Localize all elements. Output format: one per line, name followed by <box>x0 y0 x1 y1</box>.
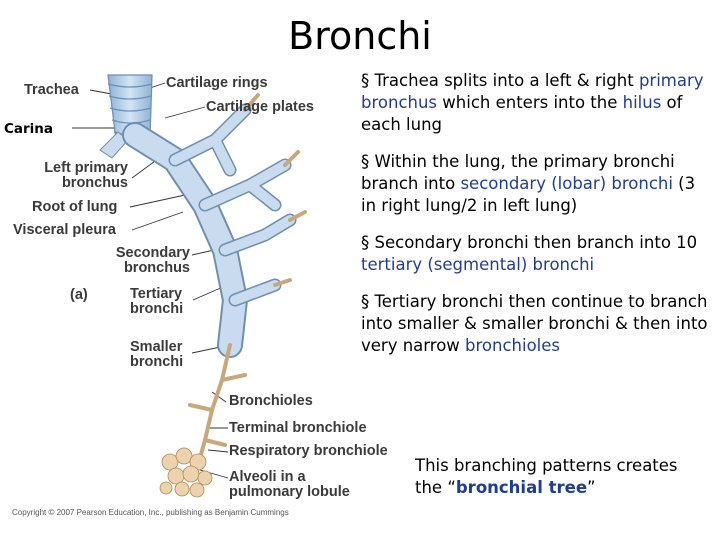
term-bronchial-tree: bronchial tree <box>456 478 587 497</box>
bullet-item: § Secondary bronchi then branch into 10 … <box>361 232 711 276</box>
label-panel-a: (a) <box>70 288 88 303</box>
label-alveoli: Alveoli in a pulmonary lobule <box>229 470 350 500</box>
bullet-item: § Tertiary bronchi then continue to bran… <box>361 291 711 357</box>
summary-pre: the “ <box>415 478 456 497</box>
bullet-marker: § <box>361 233 369 252</box>
summary-line2: the “bronchial tree” <box>415 477 678 499</box>
bullet-text: Secondary bronchi then branch into 10 <box>369 233 697 252</box>
term-tertiary-bronchi: tertiary (segmental) bronchi <box>361 255 594 274</box>
label-respiratory-bronchiole: Respiratory bronchiole <box>229 444 388 459</box>
bullet-list: § Trachea splits into a left & right pri… <box>361 70 711 372</box>
label-root-of-lung: Root of lung <box>32 200 117 215</box>
label-tertiary-bronchi-line2: bronchi <box>130 302 183 317</box>
label-secondary-bronchus-line1: Secondary <box>100 246 190 261</box>
label-smaller-bronchi: Smaller bronchi <box>130 340 183 370</box>
term-secondary-bronchi: secondary (lobar) bronchi <box>460 174 672 193</box>
term-bronchioles: bronchioles <box>465 336 560 355</box>
label-bronchioles: Bronchioles <box>229 394 313 409</box>
label-cartilage-plates: Cartilage plates <box>206 100 314 115</box>
label-visceral-pleura: Visceral pleura <box>13 223 116 238</box>
summary-line1: This branching patterns creates <box>415 455 678 477</box>
label-carina: Carina <box>4 121 53 137</box>
label-cartilage-rings: Cartilage rings <box>166 76 268 91</box>
summary-text: This branching patterns creates the “bro… <box>415 455 678 499</box>
bullet-item: § Trachea splits into a left & right pri… <box>361 70 711 136</box>
label-alveoli-line1: Alveoli in a <box>229 470 350 485</box>
bullet-marker: § <box>361 292 369 311</box>
label-smaller-bronchi-line2: bronchi <box>130 355 183 370</box>
summary-post: ” <box>587 478 596 497</box>
copyright-notice: Copyright © 2007 Pearson Education, Inc.… <box>12 508 289 517</box>
term-hilus: hilus <box>623 93 662 112</box>
bullet-marker: § <box>361 152 369 171</box>
alveoli-cluster <box>160 448 212 497</box>
label-left-primary-bronchus-line1: Left primary <box>20 161 128 176</box>
label-tertiary-bronchi: Tertiary bronchi <box>130 287 183 317</box>
label-tertiary-bronchi-line1: Tertiary <box>130 287 183 302</box>
bullet-marker: § <box>361 71 369 90</box>
label-secondary-bronchus-line2: bronchus <box>100 261 190 276</box>
bullet-text: Trachea splits into a left & right <box>369 71 639 90</box>
label-left-primary-bronchus-line2: bronchus <box>20 176 128 191</box>
label-left-primary-bronchus: Left primary bronchus <box>20 161 128 191</box>
label-alveoli-line2: pulmonary lobule <box>229 485 350 500</box>
bullet-item: § Within the lung, the primary bronchi b… <box>361 151 711 217</box>
label-smaller-bronchi-line1: Smaller <box>130 340 183 355</box>
label-trachea: Trachea <box>24 83 79 98</box>
label-terminal-bronchiole: Terminal bronchiole <box>229 421 367 436</box>
bullet-text: which enters into the <box>437 93 623 112</box>
label-secondary-bronchus: Secondary bronchus <box>100 246 190 276</box>
